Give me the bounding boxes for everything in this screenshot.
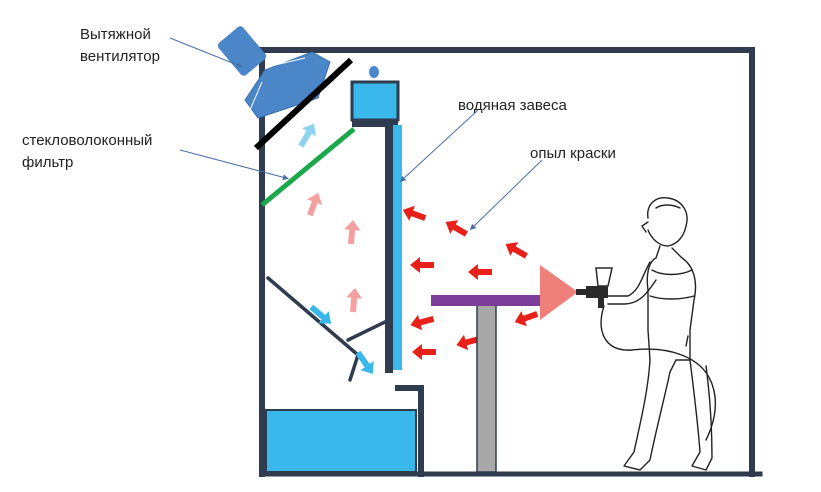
- water-basin: [265, 409, 417, 473]
- booth-inner-wall: [385, 125, 393, 373]
- spray-gun-icon: [576, 267, 613, 308]
- fiberglass-filter: [260, 127, 356, 207]
- faded-air-arrows: [307, 192, 363, 313]
- work-table: [431, 295, 542, 473]
- water-curtain: [393, 125, 402, 370]
- water-flow-arrows: [309, 304, 374, 374]
- fan-label-line-1: Вытяжной: [80, 26, 151, 43]
- water-curtain-label: водяная завеса: [458, 97, 567, 114]
- fan-icon: [217, 26, 331, 119]
- water-supply-tank: [350, 66, 400, 127]
- spray-cone: [540, 265, 578, 320]
- booth-baffles: [266, 276, 424, 477]
- fan-label-line-2: вентилятор: [80, 48, 160, 65]
- filter-label: стекловолоконный фильтр: [22, 130, 152, 174]
- fan-label: Вытяжной вентилятор: [80, 24, 160, 68]
- booth-frame: [259, 47, 763, 477]
- paint-mist-arrows: [402, 205, 539, 360]
- painter-figure-icon: [600, 197, 716, 471]
- filter-label-line-1: стекловолоконный: [22, 132, 153, 149]
- clean-air-arrows: [298, 123, 316, 148]
- label-leader-lines: [169, 37, 543, 231]
- filter-label-line-2: фильтр: [22, 154, 74, 171]
- paint-mist-label: опыл краски: [530, 145, 616, 162]
- fan-exhaust-grate: [253, 57, 354, 151]
